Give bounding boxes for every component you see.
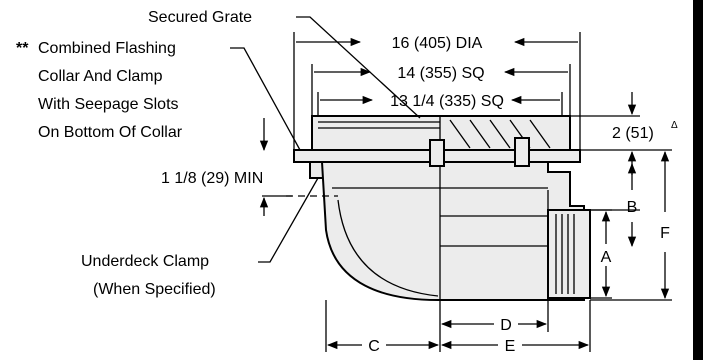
secured-grate-label: Secured Grate [148,9,252,26]
sq-inner-dimension [317,92,563,116]
flashing-marker: ** [16,40,29,57]
d-label: D [500,317,512,334]
height-label: 2 (51) [612,125,654,142]
a-label: A [601,249,612,266]
secured-grate-leader [296,16,421,119]
a-dimension [590,209,612,299]
underdeck-leader [258,177,319,263]
underdeck-label-line2: (When Specified) [93,281,216,298]
flashing-label-line4: On Bottom Of Collar [38,124,183,141]
b-label: B [627,199,638,216]
f-label: F [660,225,670,242]
outlet-shape [547,209,591,299]
page-edge-bar [693,0,703,360]
dia-dimension [293,32,581,150]
body-shape [320,161,585,301]
flashing-label-line3: With Seepage Slots [38,96,179,113]
dia-label: 16 (405) DIA [392,35,483,52]
bolt-right [514,137,530,167]
e-label: E [505,338,516,355]
c-dimension [325,300,441,352]
min-clearance-dimension [259,118,292,216]
f-dimension [590,149,672,301]
min-clearance-label: 1 1/8 (29) MIN [161,170,263,187]
e-dimension [440,300,591,352]
sq-inner-label: 13 1/4 (335) SQ [390,93,504,110]
flashing-label-line2: Collar And Clamp [38,68,163,85]
underdeck-label-line1: Underdeck Clamp [81,253,209,270]
bolt-left [429,139,445,167]
sq-outer-label: 14 (355) SQ [397,65,484,82]
c-label: C [368,338,380,355]
drain-body [293,115,591,301]
height-note: Δ [671,120,678,131]
flashing-label-line1: Combined Flashing [38,40,176,57]
flashing-leader [230,47,301,151]
d-dimension [440,300,549,332]
sq-outer-dimension [311,64,571,116]
